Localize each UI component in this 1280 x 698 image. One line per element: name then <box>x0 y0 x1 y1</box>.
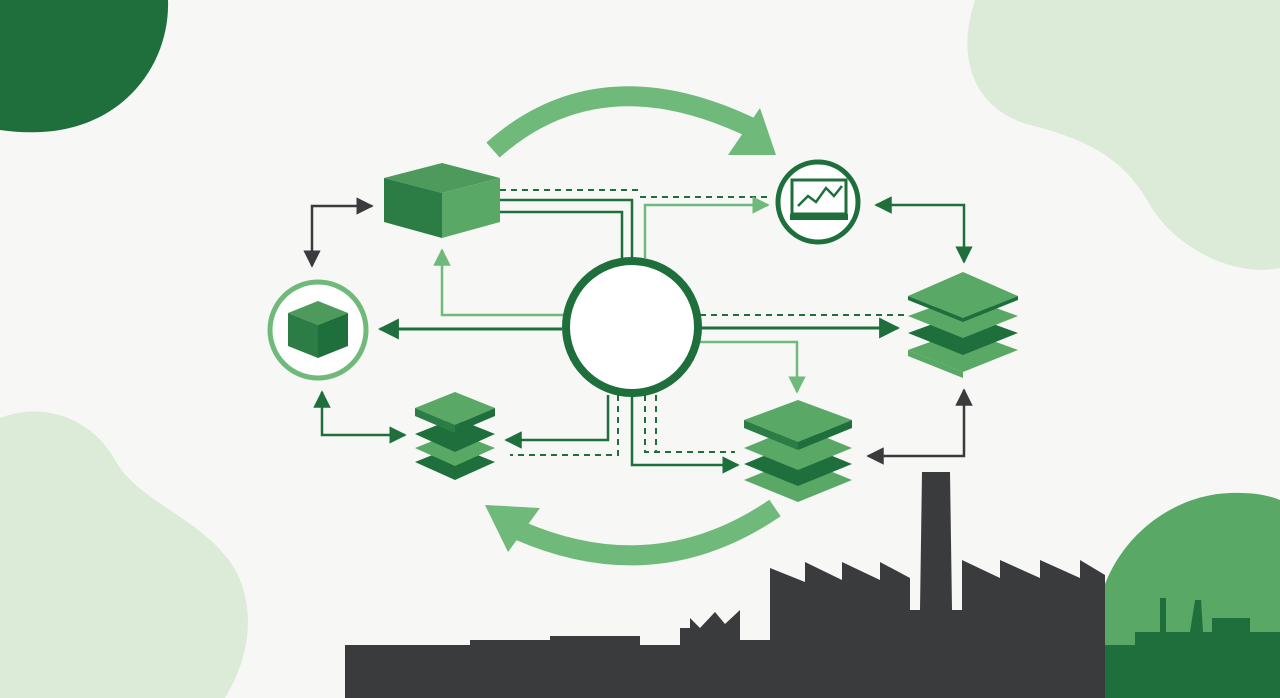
connector-hub-lowerright-2 <box>630 395 740 474</box>
connectors <box>303 189 973 474</box>
cycle-arrows <box>485 86 781 566</box>
connector-topbox-hub-2 <box>500 210 624 258</box>
connector-lowerright-rightstack <box>866 388 973 465</box>
connector-topbox-hub-1 <box>500 198 634 258</box>
connector-topbox-leftbadge <box>303 197 374 268</box>
factory-skyline <box>345 472 1280 698</box>
left-badge-node <box>267 279 369 381</box>
top-box-side-face <box>442 178 500 238</box>
lower-right-stack-node <box>744 400 852 502</box>
bottom-curved-arrow <box>513 499 781 566</box>
connector-hub-lowerright <box>700 340 806 394</box>
connector-hub-lowerleft-dashed <box>510 395 619 456</box>
right-stack-node <box>908 272 1018 378</box>
connector-hub-analytics <box>643 196 770 258</box>
analytics-monitor-node <box>775 159 861 245</box>
top-box-front-face <box>384 178 442 238</box>
connector-leftbadge-lowerleft <box>313 390 407 444</box>
connector-hub-lowerright-dashed <box>644 395 735 453</box>
central-hub <box>562 257 702 397</box>
bottom-left-blob <box>0 411 248 698</box>
line-chart-monitor-icon <box>790 178 848 220</box>
connector-hub-lowerleft <box>504 395 610 449</box>
lower-left-stack-node <box>415 392 495 480</box>
cube-icon <box>288 301 348 358</box>
factory-silhouette <box>345 472 1105 698</box>
top-curved-arrow <box>486 86 757 158</box>
factory-green-side <box>1105 598 1280 698</box>
top-right-blob <box>967 0 1280 270</box>
connector-hub-topbox <box>433 248 565 317</box>
connector-analytics-rightstack <box>874 196 973 264</box>
bottom-curved-arrow-head <box>485 505 540 552</box>
top-left-blob <box>0 0 169 133</box>
top-curved-arrow-head <box>728 108 776 155</box>
top-box-node <box>384 163 500 238</box>
